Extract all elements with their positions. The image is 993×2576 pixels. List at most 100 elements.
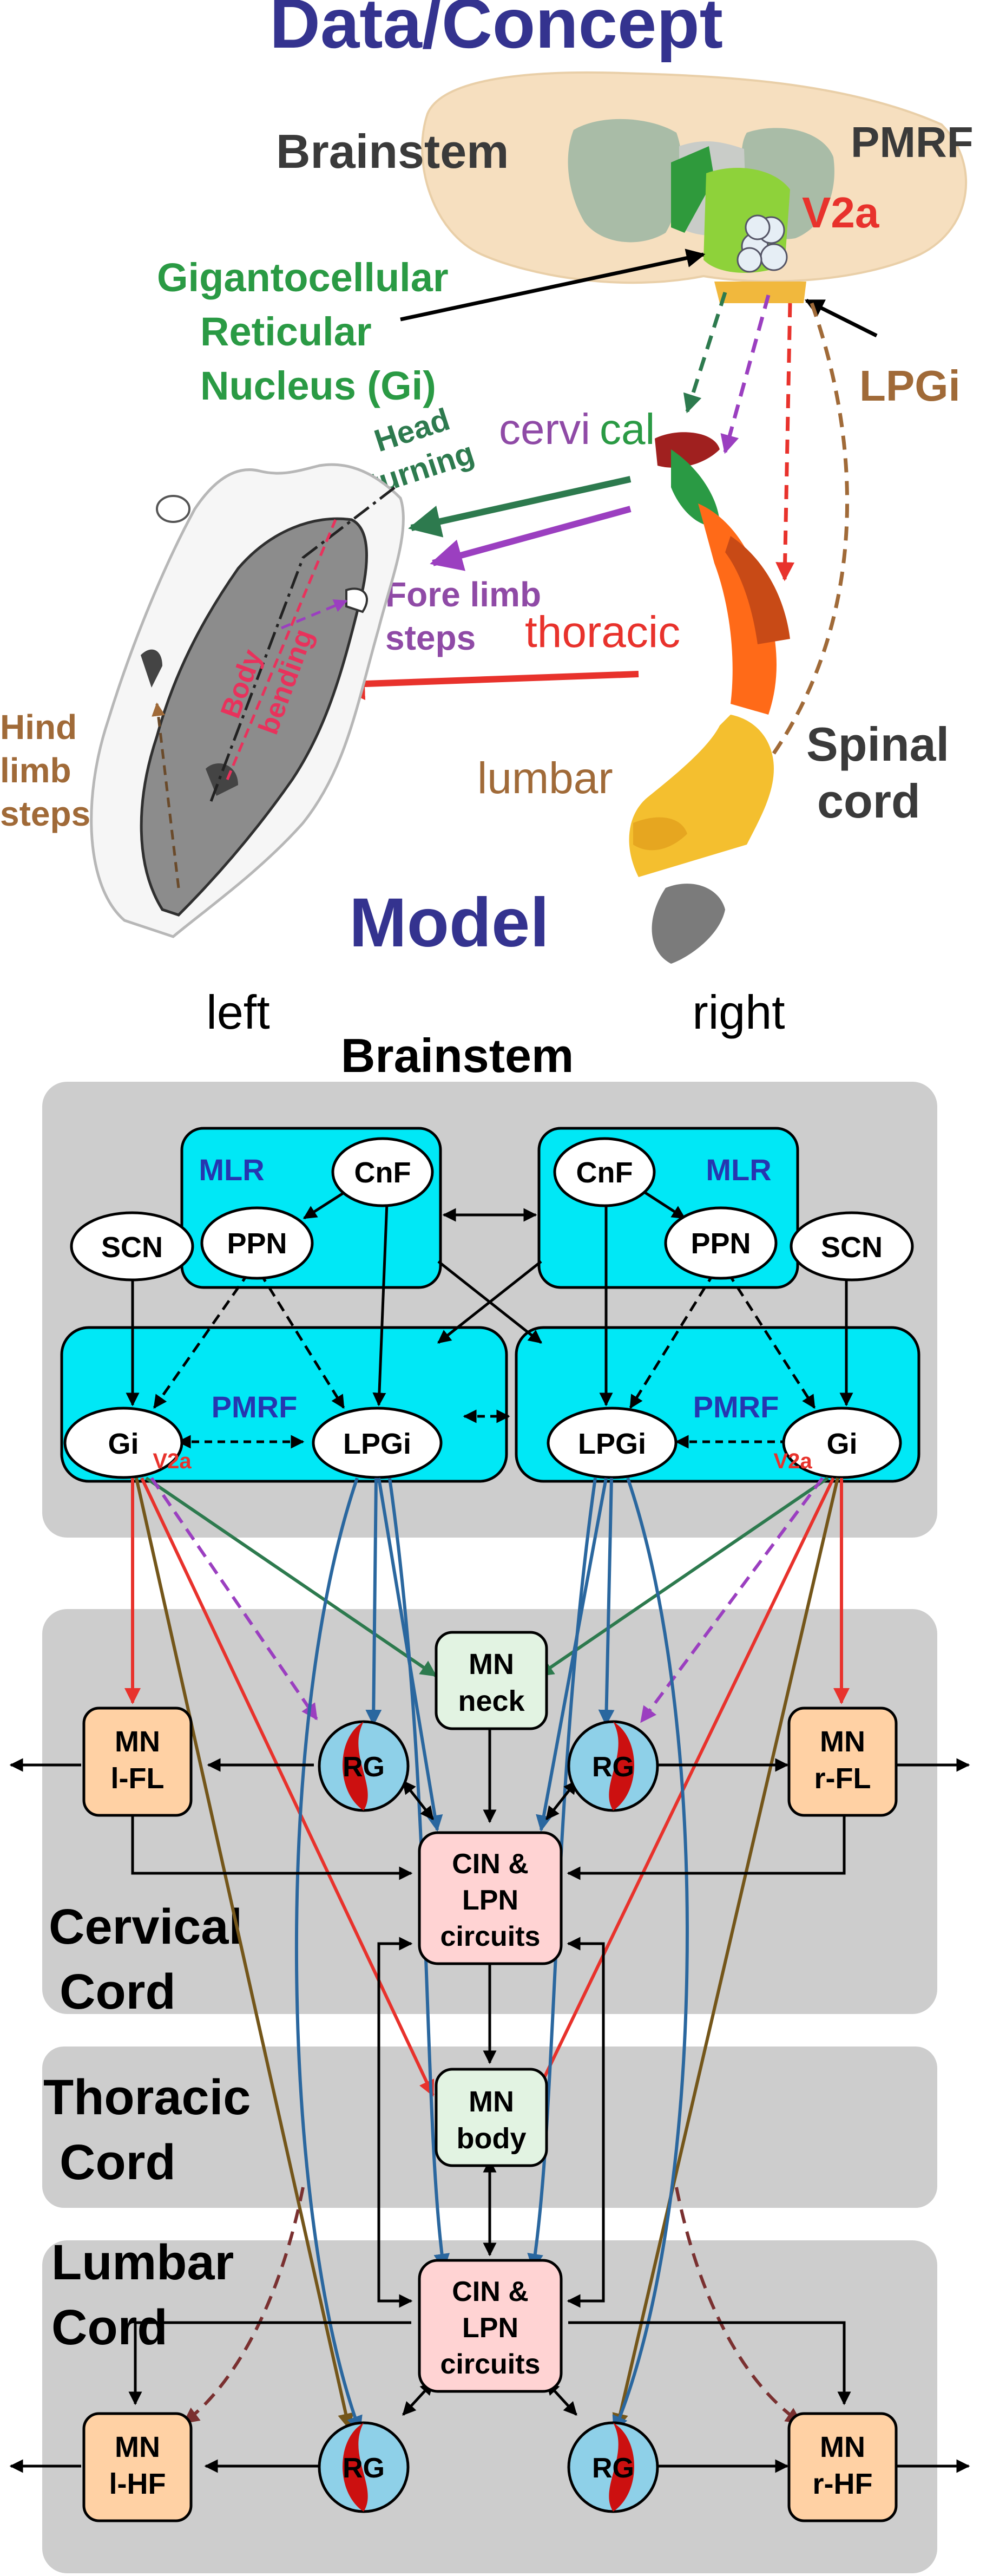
pmrf-label-top: PMRF [851,118,974,166]
cnf-node-right [553,1137,656,1207]
lpgi-node-right [547,1407,678,1479]
ppn-label-right: PPN [691,1227,751,1260]
rg-lumbar-left: RG [318,2421,410,2513]
cnf-label-left: CnF [354,1156,411,1189]
mn-neck-label-line2: neck [458,1685,525,1717]
thoracic-cord-label-line1: Thoracic [43,2070,251,2125]
spinal-cord-label-line1: Spinal [806,717,949,771]
scn-label-left: SCN [101,1231,163,1264]
lumbar-cord-label-line1: Lumbar [51,2235,234,2290]
lumbar-label-top: lumbar [477,754,613,803]
cin-cervical-line3: circuits [440,1921,541,1952]
gi-label-line1: Gigantocellular [157,255,449,300]
brainstem-section-illustration [421,71,968,303]
descending-pathways [124,1476,850,2433]
scn-node-left [70,1211,194,1282]
head-turning-arrow [408,476,632,538]
gi-to-cervical-dashed-arrow [683,291,727,414]
gi-to-thoracic-dashed-arrow [775,303,795,581]
gi-to-forelimb-dashed-arrow [720,295,771,454]
thoracic-label-top: thoracic [525,607,680,657]
gi-node-right [782,1407,902,1479]
mlr-label-right: MLR [706,1153,771,1187]
cin-lumbar-line2: LPN [462,2312,518,2344]
data-concept-heading: Data/Concept [269,0,723,63]
v2a-label-left: V2a [153,1449,192,1473]
ppn-label-left: PPN [227,1227,287,1260]
fore-limb-label-line1: Fore limb [385,575,541,614]
brainstem-label-top: Brainstem [276,125,509,178]
right-side-label: right [692,985,785,1039]
model-heading: Model [349,884,549,962]
rg-label-cervical-left: RG [343,1751,385,1783]
hind-limb-label-line3: steps [0,794,90,833]
lpgi-pointer-arrow [804,298,878,338]
rg-cervical-left: RG [318,1720,410,1812]
mn-left-hindlimb-box: MN l-HF [82,2412,193,2522]
fore-limb-label-line2: steps [385,618,476,657]
brainstem-nodes: CnF PPN SCN CnF PPN SCN Gi V2a LPGi LPGi… [63,1137,914,1479]
cin-lumbar-line3: circuits [440,2349,541,2380]
cnf-node-left [331,1137,434,1207]
pmrf-label-right: PMRF [693,1390,779,1424]
left-side-label: left [206,985,269,1039]
mn-lhf-label-line1: MN [115,2431,160,2463]
cervical-cord-label-line2: Cord [60,1964,176,2019]
rat-outline-illustration [90,463,405,938]
rg-label-lumbar-left: RG [343,2453,385,2484]
gi-node-left [63,1407,183,1479]
spinal-connections [9,1696,970,2473]
data-concept-panel: Data/Concept Brainstem PMRF V2a Gigantoc… [0,0,974,964]
cervical-label-part3: al [621,405,655,453]
gi-label-line3: Nucleus (Gi) [200,363,436,408]
spinal-cord-illustration [629,432,790,964]
gi-label-left: Gi [108,1428,139,1460]
gi-pointer-arrow [400,249,706,322]
v2a-label-right: V2a [773,1449,812,1473]
rg-label-cervical-right: RG [592,1751,634,1783]
mn-rhf-label-line1: MN [820,2431,865,2463]
lpgi-label-right: LPGi [578,1428,646,1460]
forelimb-steps-arrow [430,506,632,571]
v2a-label-top: V2a [802,188,879,237]
cin-cervical-line2: LPN [462,1885,518,1916]
mn-neck-box: MN neck [435,1631,548,1730]
ppn-node-left [200,1206,314,1280]
rg-label-lumbar-right: RG [592,2453,634,2484]
gi-label-line2: Reticular [200,309,372,354]
mn-rhf-label-line2: r-HF [813,2468,873,2500]
cervical-cord-label-line1: Cervical [49,1899,242,1954]
gi-label-right: Gi [826,1428,857,1460]
mn-right-hindlimb-box: MN r-HF [787,2412,898,2522]
mn-neck-label-line1: MN [469,1648,514,1681]
mn-left-forelimb-box: MN l-FL [82,1707,193,1817]
spinal-cord-label-line2: cord [817,774,920,828]
brainstem-connections [126,1187,853,1449]
hind-limb-label-line1: Hind [0,708,77,747]
cervical-label-part2: c [600,405,621,453]
lpgi-label-left: LPGi [343,1428,411,1460]
model-panel: Model left right Brainstem Cervical Cord… [9,884,970,2573]
pmrf-label-left: PMRF [212,1390,298,1424]
mn-right-forelimb-box: MN r-FL [787,1707,898,1817]
scn-node-right [790,1211,914,1282]
brainstem-region-title: Brainstem [341,1029,574,1082]
scn-label-right: SCN [821,1231,883,1264]
lpgi-to-lumbar-dashed-arrow [724,302,850,814]
rg-cervical-right: RG [567,1720,659,1812]
cin-lpn-cervical-box: CIN & LPN circuits [418,1831,563,1965]
lpgi-label-top: LPGi [859,362,961,410]
mn-lfl-label-line2: l-FL [111,1762,165,1795]
cin-lumbar-line1: CIN & [452,2276,529,2307]
mn-rfl-label-line2: r-FL [814,1762,871,1795]
mn-body-label-line2: body [457,2122,527,2155]
cin-cervical-line1: CIN & [452,1848,529,1880]
hind-limb-label-line2: limb [0,751,71,790]
cnf-label-right: CnF [576,1156,633,1189]
mn-lfl-label-line1: MN [115,1725,160,1758]
mn-body-label-line1: MN [469,2085,514,2118]
mlr-label-left: MLR [199,1153,264,1187]
mn-rfl-label-line1: MN [820,1725,865,1758]
